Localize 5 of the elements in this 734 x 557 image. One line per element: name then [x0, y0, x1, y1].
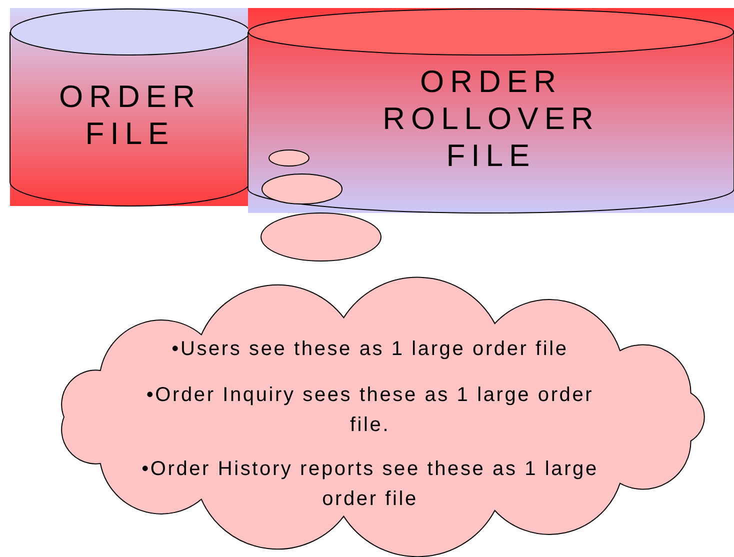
- bullet-text: •Users see these as 1 large order file: [170, 337, 570, 362]
- cylinder-label: ORDER FILE: [58, 78, 202, 152]
- bullet-text: •Order History reports see these as 1 large order file: [140, 457, 600, 512]
- bullet-text: •Order Inquiry sees these as 1 large order file.: [145, 383, 595, 438]
- cylinder-label: ORDER ROLLOVER FILE: [382, 63, 600, 175]
